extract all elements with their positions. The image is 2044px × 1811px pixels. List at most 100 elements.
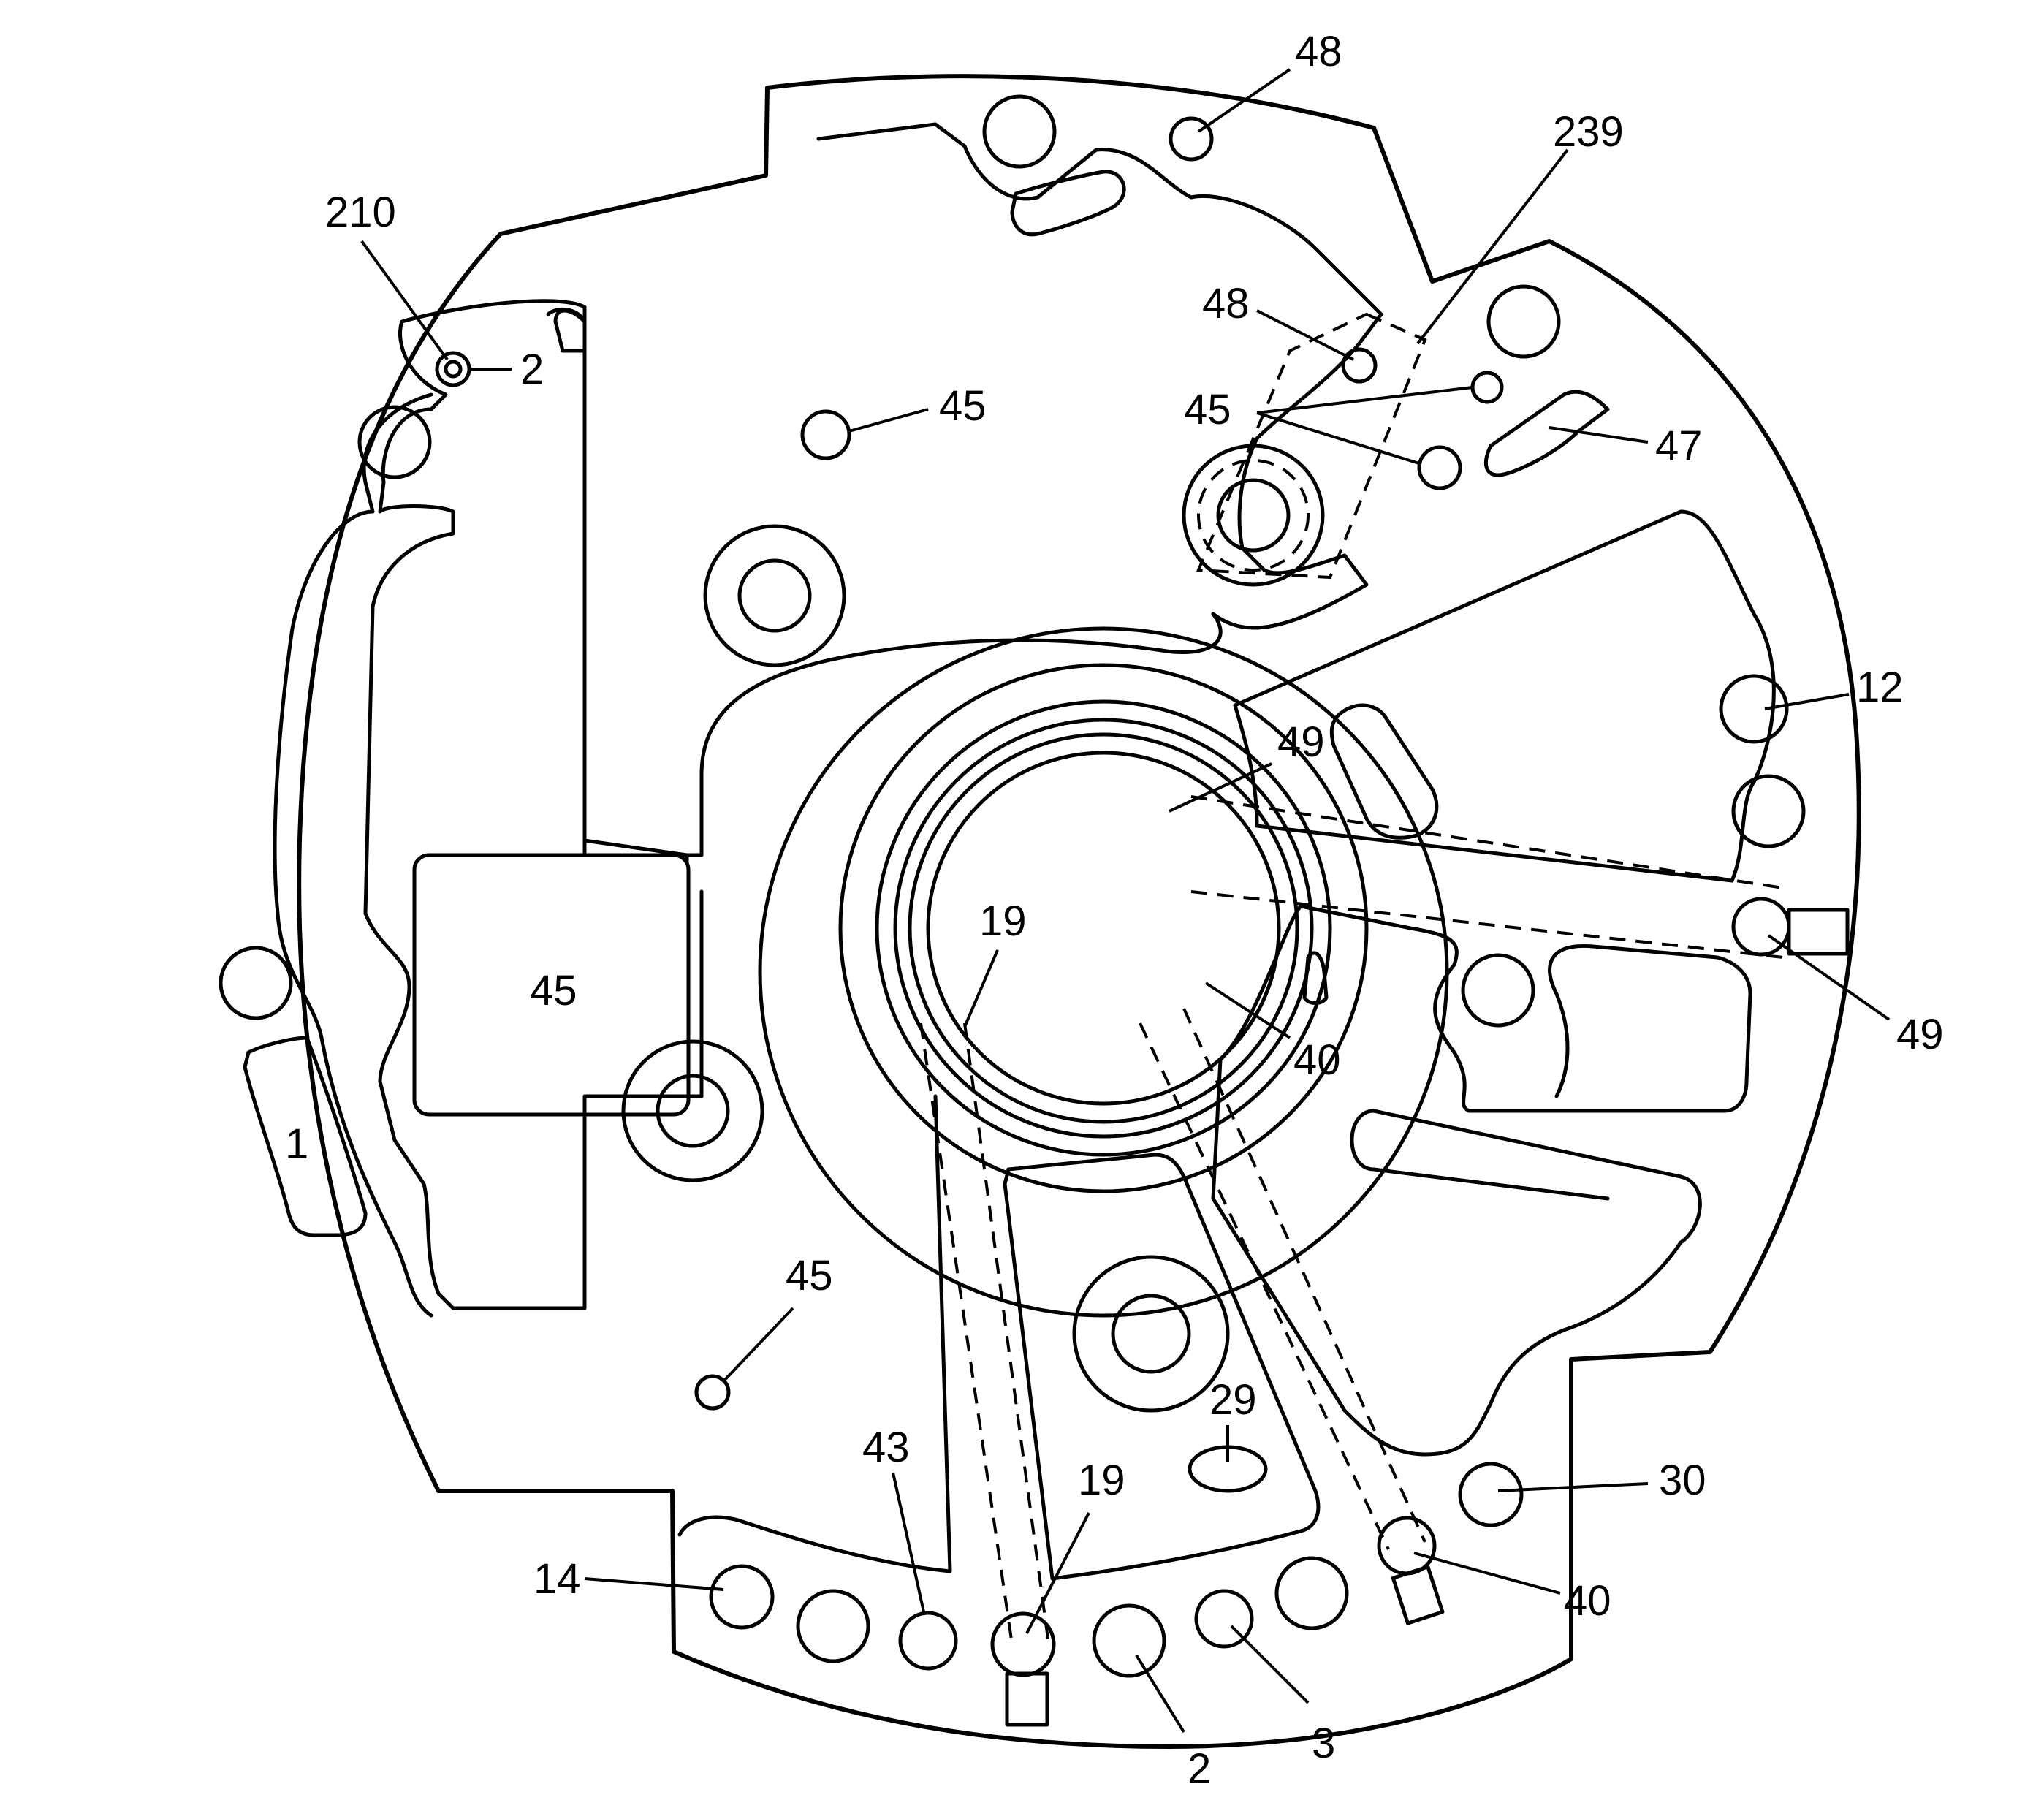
- boss-top: [982, 94, 1057, 169]
- hole-43: [898, 1611, 958, 1671]
- kidney-slot-upper: [1010, 170, 1126, 237]
- leader-43: [892, 1472, 926, 1616]
- leader-2-bottom: [1135, 1654, 1185, 1734]
- hole-49-right: [1731, 897, 1791, 957]
- check-210-outer: [435, 351, 471, 387]
- leader-45-lower: [722, 1307, 794, 1383]
- callout-210: 210: [325, 189, 396, 236]
- boss-right: [1731, 774, 1806, 848]
- boss-center-left-outer: [621, 1039, 764, 1182]
- leader-239: [1416, 148, 1569, 345]
- callout-45-right: 45: [1184, 386, 1231, 433]
- leader-45-r1: [1256, 386, 1473, 414]
- callout-12: 12: [1856, 664, 1904, 711]
- callout-19-bottom: 19: [1078, 1457, 1125, 1504]
- hub-ring-1: [875, 699, 1332, 1157]
- hole-19-bottom: [990, 1611, 1056, 1677]
- callout-19-center: 19: [979, 897, 1027, 945]
- hole-b7: [1274, 1556, 1349, 1630]
- boss-right-inner: [1461, 953, 1535, 1028]
- right-cavity: [1218, 904, 1752, 1113]
- teardrop-slot: [1302, 951, 1329, 1005]
- leader-14: [584, 1577, 724, 1591]
- leader-40-center: [1204, 982, 1291, 1039]
- hole-14: [709, 1564, 775, 1630]
- leader-12: [1764, 693, 1850, 710]
- hub-ring-3: [908, 732, 1299, 1124]
- lower-center-cavity: [1003, 1153, 1321, 1581]
- leader-47: [1549, 426, 1649, 444]
- hole-45-top: [800, 409, 851, 460]
- callout-2-bottom: 2: [1188, 1745, 1211, 1793]
- leader-48-top: [1197, 68, 1291, 133]
- leader-49-right: [1767, 934, 1891, 1021]
- upper-left-cavity: [363, 122, 1383, 1310]
- passage-49-upper: [1190, 795, 1784, 889]
- leader-49-upper: [1169, 762, 1272, 813]
- leader-3: [1230, 1625, 1310, 1704]
- hole-30: [1458, 1462, 1524, 1527]
- hole-45-lower: [694, 1374, 731, 1411]
- hole-45-r1: [1470, 371, 1504, 404]
- callout-14: 14: [533, 1555, 581, 1603]
- boss-left-upper: [357, 405, 432, 479]
- plug-40-bottom: [1391, 1565, 1445, 1625]
- hole-48-mid: [1341, 347, 1378, 384]
- callout-49-upper: 49: [1277, 718, 1325, 766]
- callout-40-bottom: 40: [1564, 1577, 1611, 1625]
- pad-45: [412, 853, 691, 1117]
- callout-49-right: 49: [1896, 1011, 1944, 1058]
- housing-outline: [297, 74, 1861, 1749]
- hub-outer: [758, 626, 1449, 1318]
- boss-center-left-inner: [656, 1074, 730, 1148]
- leader-48-mid: [1256, 309, 1354, 361]
- boss-left-lower: [219, 946, 293, 1020]
- leader-45-top: [848, 408, 929, 433]
- callout-1: 1: [285, 1120, 308, 1168]
- slot-1: [243, 1036, 368, 1237]
- callout-30: 30: [1659, 1457, 1706, 1504]
- boss-seal-dash: [1197, 459, 1310, 572]
- passage-40-left: [1139, 1022, 1390, 1550]
- hole-40-bottom: [1377, 1516, 1437, 1576]
- boss-seal-inner: [1216, 478, 1291, 553]
- leader-19-bottom: [1025, 1512, 1090, 1634]
- hub-ring-2: [893, 718, 1314, 1139]
- kidney-slot-center: [1329, 703, 1439, 840]
- callout-29: 29: [1209, 1376, 1257, 1424]
- plug-49-right: [1787, 908, 1850, 956]
- leader-40-bottom: [1413, 1552, 1561, 1595]
- callout-2-top: 2: [520, 346, 544, 393]
- left-channel: [273, 307, 689, 1318]
- boss-upper-right: [1486, 284, 1561, 359]
- boss-left-mid-outer: [703, 524, 846, 667]
- boss-seal-outer: [1182, 444, 1325, 587]
- hole-12: [1719, 674, 1789, 744]
- hole-b2: [796, 1589, 870, 1663]
- boss-lower-center-outer: [1072, 1255, 1230, 1413]
- right-slot: [1211, 1058, 1702, 1457]
- plug-19-bottom: [1005, 1671, 1049, 1727]
- passage-49-lower: [1190, 890, 1784, 959]
- leader-19-center: [963, 949, 999, 1028]
- slot-47: [1483, 390, 1610, 477]
- callout-3: 3: [1312, 1720, 1335, 1767]
- check-210-inner: [444, 360, 463, 379]
- upper-right-cavity: [1233, 509, 1776, 883]
- boss-left-mid-inner: [737, 558, 812, 633]
- hub-bore: [926, 751, 1281, 1106]
- hole-45-r2: [1417, 445, 1462, 490]
- callout-40-center: 40: [1293, 1036, 1341, 1084]
- leader-30: [1497, 1482, 1649, 1492]
- callout-239: 239: [1553, 108, 1624, 156]
- callout-47: 47: [1655, 422, 1703, 470]
- callout-45-top: 45: [939, 382, 987, 430]
- callout-45-lower: 45: [786, 1252, 833, 1299]
- passage-19-right: [963, 1022, 1050, 1645]
- hole-3: [1194, 1589, 1254, 1649]
- boss-lower-center-inner: [1111, 1294, 1191, 1374]
- hole-2-bottom: [1092, 1603, 1166, 1678]
- lower-left-cavity: [677, 1094, 952, 1573]
- hub-mid: [838, 663, 1369, 1193]
